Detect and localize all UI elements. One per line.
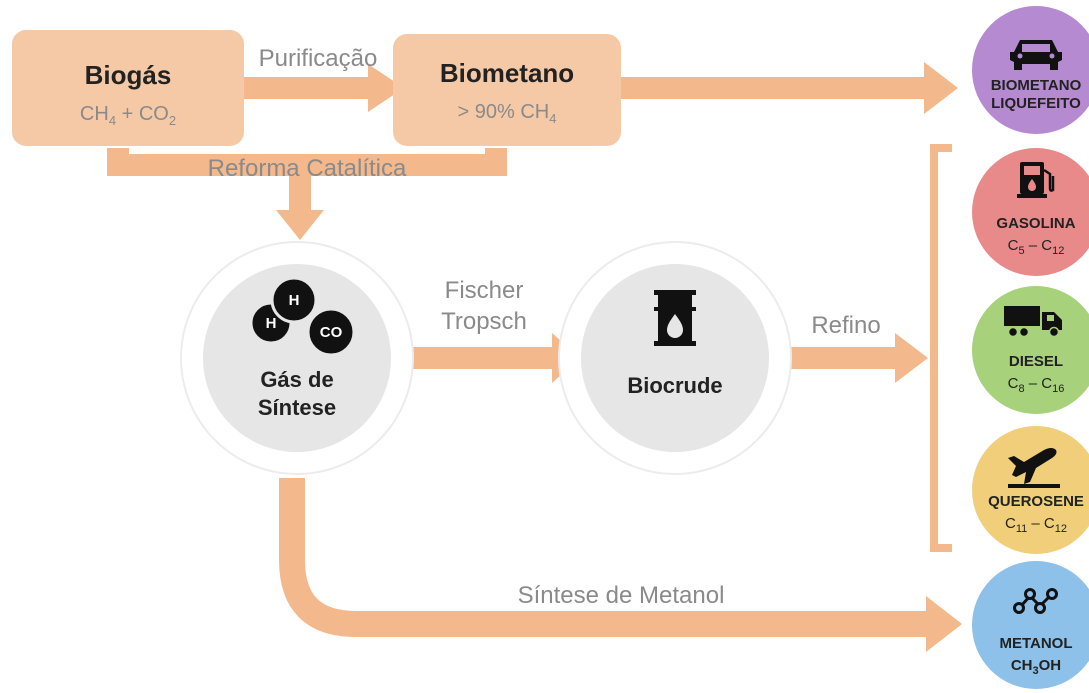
arrowhead-reforma <box>276 210 324 240</box>
biometano-box: Biometano > 90% CH4 <box>393 34 621 146</box>
label-purificacao: Purificação <box>259 45 378 72</box>
biocrude-label: Biocrude <box>627 373 722 398</box>
product-biometano-line2: LIQUEFEITO <box>991 95 1081 112</box>
label-refino: Refino <box>811 312 880 339</box>
car-icon <box>1010 40 1062 70</box>
fuel-pump-icon <box>1017 162 1055 198</box>
biocrude-node: Biocrude <box>558 241 792 475</box>
gas-sintese-line2: Síntese <box>258 395 336 420</box>
arrowhead-purificacao <box>368 64 404 112</box>
syngas-molecule-icon: H H CO <box>249 276 356 357</box>
product-metanol: METANOL CH3OH <box>972 561 1089 689</box>
truck-icon <box>1004 306 1062 338</box>
product-metanol-formula: CH3OH <box>1011 657 1061 677</box>
gas-sintese-line1: Gás de <box>260 367 333 392</box>
product-diesel-line1: DIESEL <box>1009 353 1063 370</box>
product-biometano-line1: BIOMETANO <box>991 77 1082 94</box>
biometano-box-bg <box>393 34 621 146</box>
arrowhead-biometano-liquefeito <box>924 62 958 114</box>
arrowhead-metanol <box>926 596 962 652</box>
molecule-h1-label: H <box>266 315 277 332</box>
metanol-connector <box>279 478 930 637</box>
product-diesel-bg <box>972 286 1089 414</box>
biometano-title: Biometano <box>440 58 574 88</box>
product-querosene: QUEROSENE C11 – C12 <box>972 426 1089 554</box>
biogas-box-bg <box>12 30 244 146</box>
product-querosene-bg <box>972 426 1089 554</box>
oil-barrel-icon <box>654 290 696 346</box>
biocrude-inner <box>581 264 769 452</box>
products-bracket <box>930 144 952 552</box>
molecule-h2-label: H <box>289 292 300 309</box>
gas-sintese-inner <box>203 264 391 452</box>
product-querosene-line1: QUEROSENE <box>988 493 1084 510</box>
gas-sintese-node: H H CO Gás de Síntese <box>180 241 414 475</box>
product-gasolina-formula: C5 – C12 <box>1008 237 1065 257</box>
biogas-formula: CH4 + CO2 <box>80 103 176 128</box>
molecule-icon <box>1013 588 1058 614</box>
product-biometano-liquefeito: BIOMETANO LIQUEFEITO <box>972 6 1089 134</box>
airplane-icon <box>1008 448 1060 488</box>
product-gasolina-bg <box>972 148 1089 276</box>
product-gasolina-line1: GASOLINA <box>996 215 1075 232</box>
molecule-co-label: CO <box>320 324 343 341</box>
connectors <box>107 77 930 637</box>
product-metanol-bg <box>972 561 1089 689</box>
product-diesel: DIESEL C8 – C16 <box>972 286 1089 414</box>
arrowhead-refino <box>895 333 928 383</box>
label-tropsch: Tropsch <box>441 308 527 335</box>
product-gasolina: GASOLINA C5 – C12 <box>972 148 1089 276</box>
product-biometano-liquefeito-bg <box>972 6 1089 134</box>
biogas-title: Biogás <box>85 60 172 90</box>
product-querosene-formula: C11 – C12 <box>1005 515 1067 535</box>
label-fischer: Fischer <box>445 277 524 304</box>
product-metanol-line1: METANOL <box>999 635 1072 652</box>
product-diesel-formula: C8 – C16 <box>1008 375 1065 395</box>
biometano-formula: > 90% CH4 <box>458 101 557 126</box>
label-reforma-catalitica: Reforma Catalítica <box>208 155 407 182</box>
label-sintese-metanol: Síntese de Metanol <box>518 582 725 609</box>
biogas-box: Biogás CH4 + CO2 <box>12 30 244 146</box>
